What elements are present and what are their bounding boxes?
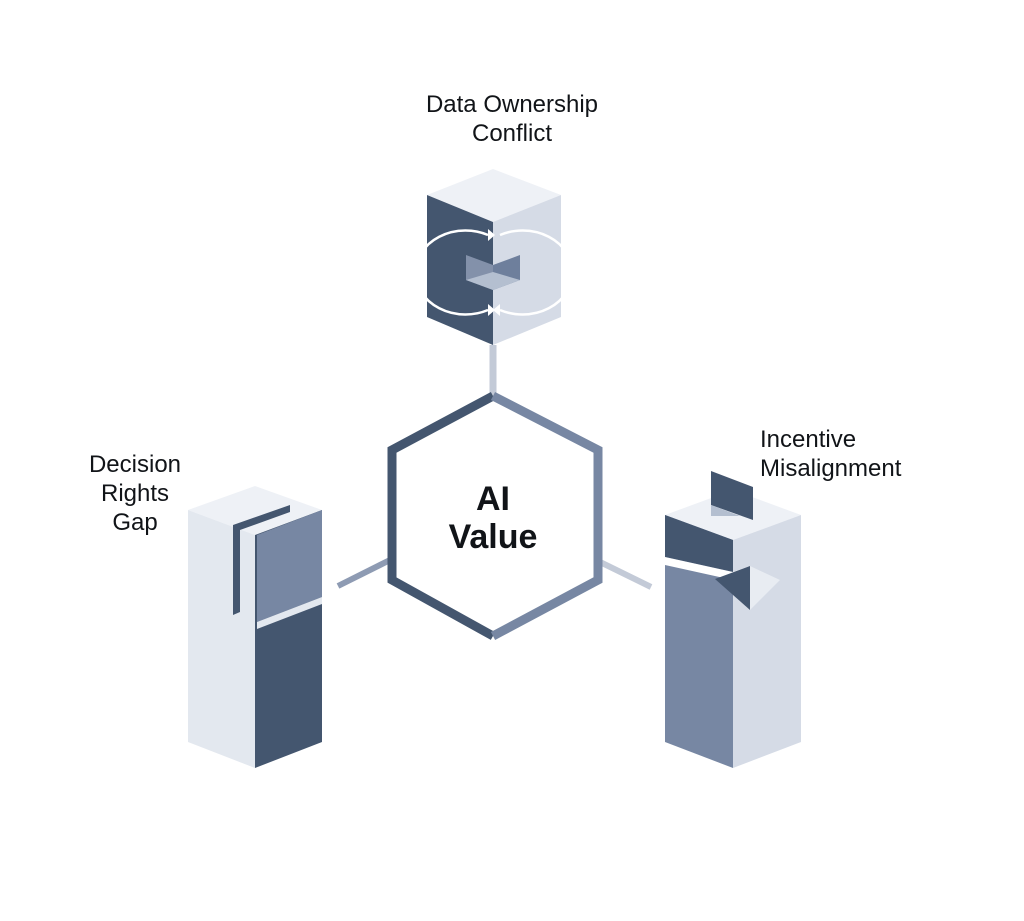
node-label-data-ownership-conflict: Data Ownership Conflict: [382, 90, 642, 148]
label-line: Data Ownership: [425, 91, 599, 118]
node-label-decision-rights-gap: Decision Rights Gap: [60, 450, 210, 537]
center-label-line1: AI: [476, 480, 510, 518]
connector-right: [596, 558, 653, 590]
label-line: Decision: [88, 451, 182, 478]
connector-left: [336, 556, 394, 589]
offset-pillar-icon: [665, 471, 801, 768]
center-label-ai-value: AI Value: [413, 480, 573, 556]
label-line: Gap: [112, 509, 158, 536]
center-label-line2: Value: [448, 518, 538, 556]
split-pillar-icon: [188, 486, 322, 768]
cube-with-circular-arrows-icon: [414, 169, 574, 345]
label-line: Misalignment: [760, 455, 902, 482]
center-hexagon: [387, 391, 603, 640]
label-line: Rights: [100, 480, 170, 507]
label-line: Conflict: [471, 120, 553, 147]
label-line: Incentive: [760, 426, 857, 453]
node-label-incentive-misalignment: Incentive Misalignment: [760, 425, 960, 483]
